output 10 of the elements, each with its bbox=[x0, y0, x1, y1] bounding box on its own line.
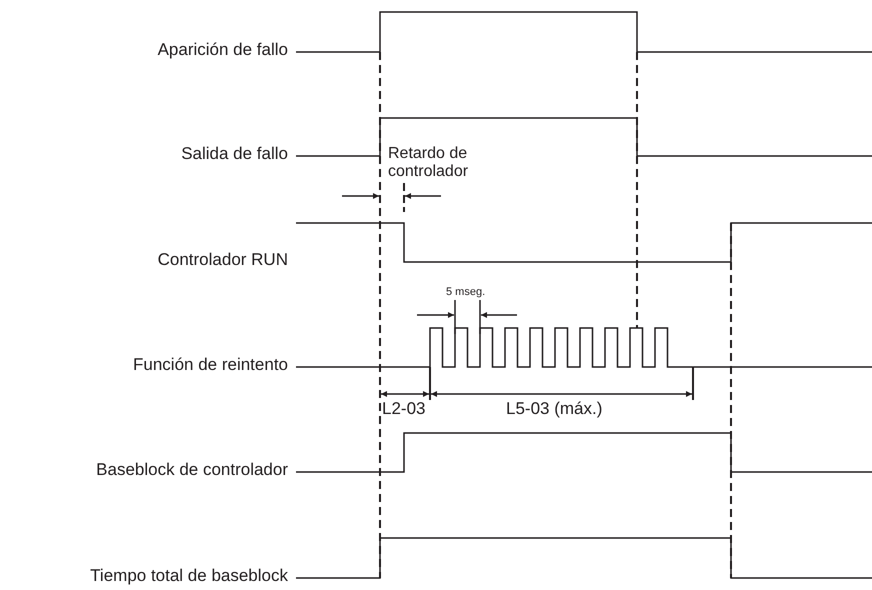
signal-name: Salida de fallo bbox=[180, 145, 288, 164]
signal-name: Controlador RUN bbox=[156, 251, 288, 270]
signal-name: Aparición de fallo bbox=[156, 41, 288, 60]
dimension-label: L2-03 bbox=[382, 400, 426, 419]
signal-name: Tiempo total de baseblock bbox=[89, 567, 288, 586]
signal-name: Función de reintento bbox=[132, 356, 288, 375]
dimension-label: 5 mseg. bbox=[446, 286, 486, 298]
signal-name: Baseblock de controlador bbox=[95, 461, 288, 480]
dimension-label: Retardo de controlador bbox=[388, 145, 470, 180]
dimension-label: L5-03 (máx.) bbox=[506, 400, 604, 419]
